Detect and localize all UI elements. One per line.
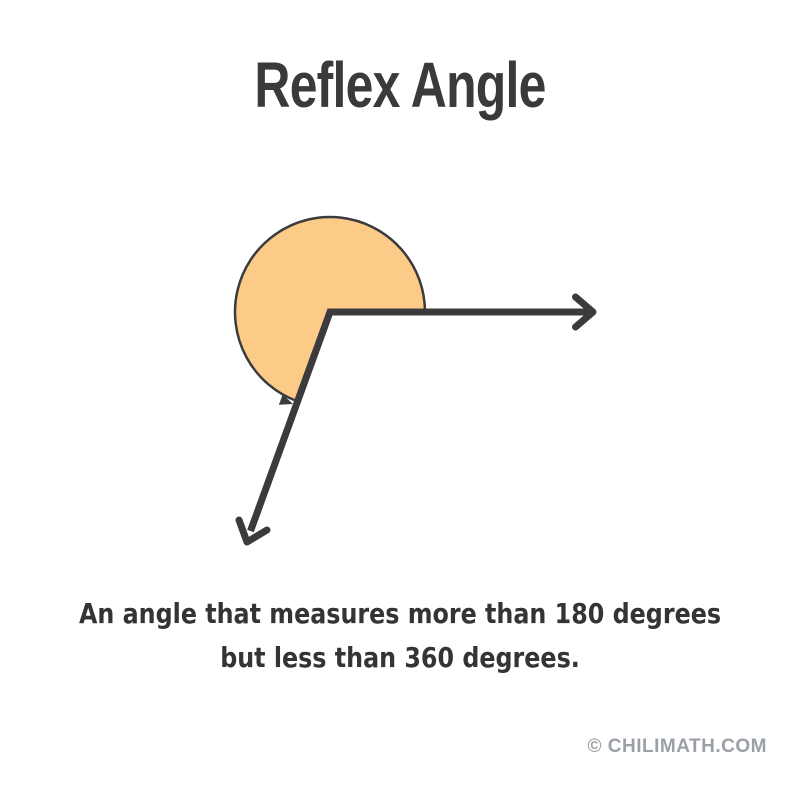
down-ray-arrowhead-icon	[235, 516, 271, 546]
definition-line-2: but less than 360 degrees.	[220, 641, 580, 674]
page-title: Reflex Angle	[254, 49, 546, 121]
reflex-arc-outline	[233, 215, 427, 403]
right-ray-arrowhead-icon	[572, 293, 597, 331]
definition-line-1: An angle that measures more than 180 deg…	[78, 597, 722, 630]
definition-caption: An angle that measures more than 180 deg…	[60, 592, 740, 680]
arc-arrowhead-icon	[278, 394, 293, 405]
copyright-watermark: © CHILIMATH.COM	[587, 736, 767, 757]
angle-rays	[247, 308, 589, 533]
